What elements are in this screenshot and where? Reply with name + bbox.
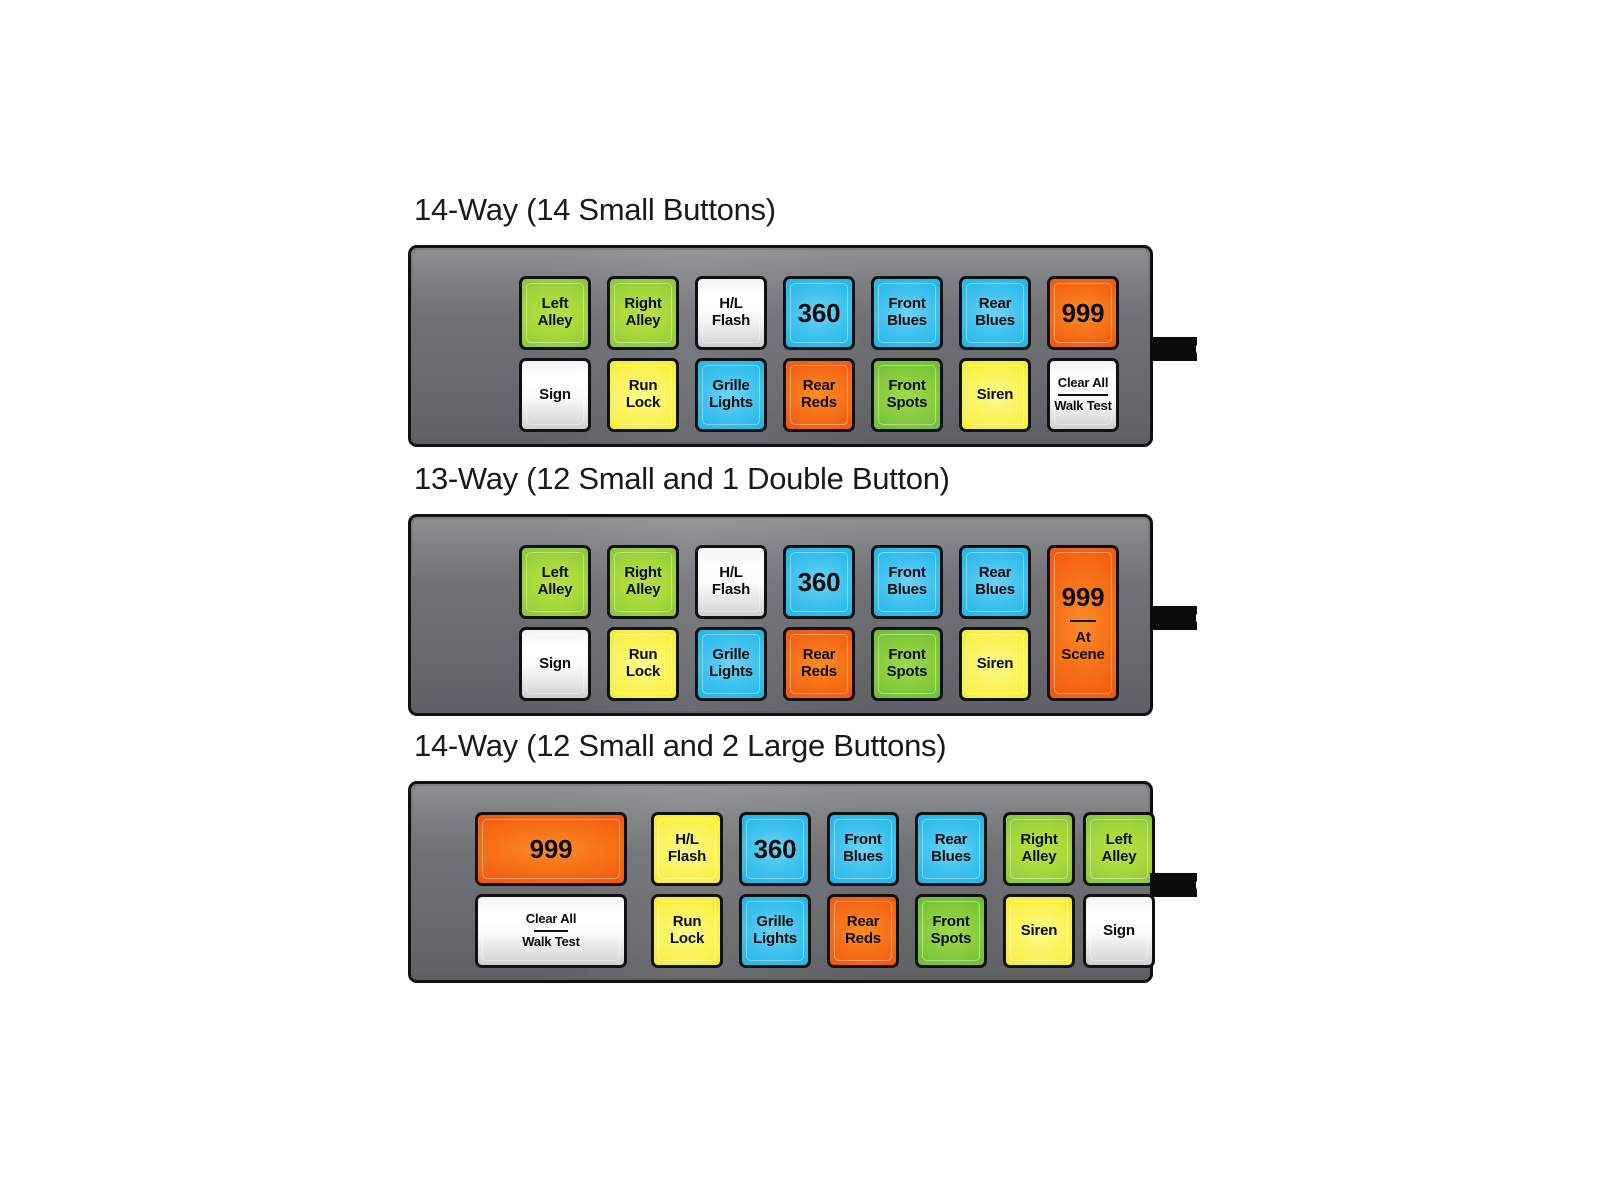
panel-title-14way-small: 14-Way (14 Small Buttons) bbox=[414, 192, 776, 227]
harness-connector-tab bbox=[1150, 337, 1197, 361]
button-siren[interactable]: Siren bbox=[959, 358, 1031, 432]
button-siren[interactable]: Siren bbox=[1003, 894, 1075, 968]
button-label: 999 bbox=[1061, 297, 1105, 328]
button-sign[interactable]: Sign bbox=[1083, 894, 1155, 968]
button-360[interactable]: 360 bbox=[783, 545, 855, 619]
button-label: Siren bbox=[976, 654, 1014, 672]
harness-connector-tab bbox=[1150, 606, 1197, 630]
panel-title-13way-double: 13-Way (12 Small and 1 Double Button) bbox=[414, 461, 950, 496]
button-sign[interactable]: Sign bbox=[519, 627, 591, 701]
button-360[interactable]: 360 bbox=[783, 276, 855, 350]
button-siren[interactable]: Siren bbox=[959, 627, 1031, 701]
harness-connector-tab bbox=[1150, 873, 1197, 897]
panel-title-14way-large: 14-Way (12 Small and 2 Large Buttons) bbox=[414, 728, 947, 763]
button-label: Siren bbox=[976, 385, 1014, 403]
button-label: Sign bbox=[539, 385, 571, 403]
button-999[interactable]: 999 bbox=[1047, 276, 1119, 350]
button-label: Siren bbox=[1020, 921, 1058, 939]
button-label: Sign bbox=[539, 654, 571, 672]
button-label: Sign bbox=[1103, 921, 1135, 939]
button-label: 360 bbox=[797, 566, 841, 597]
button-360[interactable]: 360 bbox=[739, 812, 811, 886]
button-label: 360 bbox=[753, 833, 797, 864]
button-sign[interactable]: Sign bbox=[519, 358, 591, 432]
button-999[interactable]: 999 bbox=[475, 812, 627, 886]
button-label: 360 bbox=[797, 297, 841, 328]
panel-group-13way-double: 13-Way (12 Small and 1 Double Button) Le… bbox=[408, 461, 1198, 723]
panel-group-14way-large: 14-Way (12 Small and 2 Large Buttons) 99… bbox=[408, 728, 1198, 990]
button-label: 999 bbox=[529, 833, 573, 864]
